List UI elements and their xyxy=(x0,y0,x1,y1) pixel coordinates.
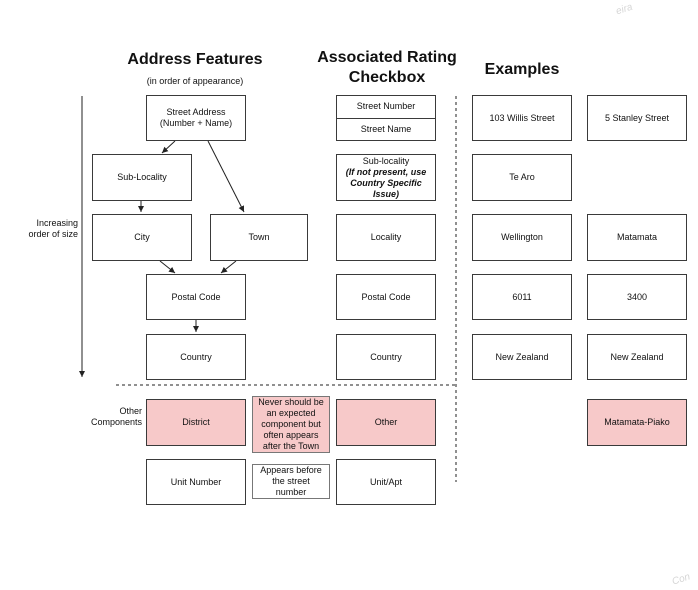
feature-postal-code: Postal Code xyxy=(146,274,246,320)
rating-locality: Locality xyxy=(336,214,436,261)
note-district: Never should be an expected component bu… xyxy=(252,396,330,453)
example1-sub-locality: Te Aro xyxy=(472,154,572,201)
feature-district: District xyxy=(146,399,246,446)
rating-postal-code: Postal Code xyxy=(336,274,436,320)
rating-street-name: Street Name xyxy=(337,117,435,141)
feature-sub-locality: Sub-Locality xyxy=(92,154,192,201)
example1-country: New Zealand xyxy=(472,334,572,380)
feature-city: City xyxy=(92,214,192,261)
example1-postal-code: 6011 xyxy=(472,274,572,320)
rating-street-number: Street Number xyxy=(356,101,416,112)
rating-sub-locality-note: (If not present, use Country Specific Is… xyxy=(345,166,427,199)
rating-country: Country xyxy=(336,334,436,380)
header-address-features: Address Features xyxy=(127,51,263,68)
rating-street-group: Street Number Street Name xyxy=(336,95,436,141)
arrow-town-to-postal xyxy=(220,260,237,274)
header-rating-checkbox: Associated Rating Checkbox xyxy=(317,49,457,86)
label-increasing-order: Increasing order of size xyxy=(28,218,78,239)
rating-sub-locality: Sub-locality xyxy=(362,155,410,166)
note-unit-number: Appears before the street number xyxy=(252,464,330,499)
arrow-street-to-sublocality xyxy=(161,140,176,154)
rating-sub-locality-box: Sub-locality (If not present, use Countr… xyxy=(336,154,436,201)
example1-locality: Wellington xyxy=(472,214,572,261)
rating-other: Other xyxy=(336,399,436,446)
feature-country: Country xyxy=(146,334,246,380)
rating-unit-apt: Unit/Apt xyxy=(336,459,436,505)
label-other-components: Other Components xyxy=(90,406,142,427)
arrow-city-to-postal xyxy=(159,260,176,274)
header-examples: Examples xyxy=(484,61,560,78)
example2-other: Matamata-Piako xyxy=(587,399,687,446)
example2-locality: Matamata xyxy=(587,214,687,261)
feature-street-address: Street Address (Number + Name) xyxy=(146,95,246,141)
feature-town: Town xyxy=(210,214,308,261)
example2-country: New Zealand xyxy=(587,334,687,380)
example1-street: 103 Willis Street xyxy=(472,95,572,141)
header-address-features-sub: (in order of appearance) xyxy=(146,76,244,86)
arrow-street-to-town xyxy=(207,140,245,213)
feature-unit-number: Unit Number xyxy=(146,459,246,505)
example2-street: 5 Stanley Street xyxy=(587,95,687,141)
example2-postal-code: 3400 xyxy=(587,274,687,320)
